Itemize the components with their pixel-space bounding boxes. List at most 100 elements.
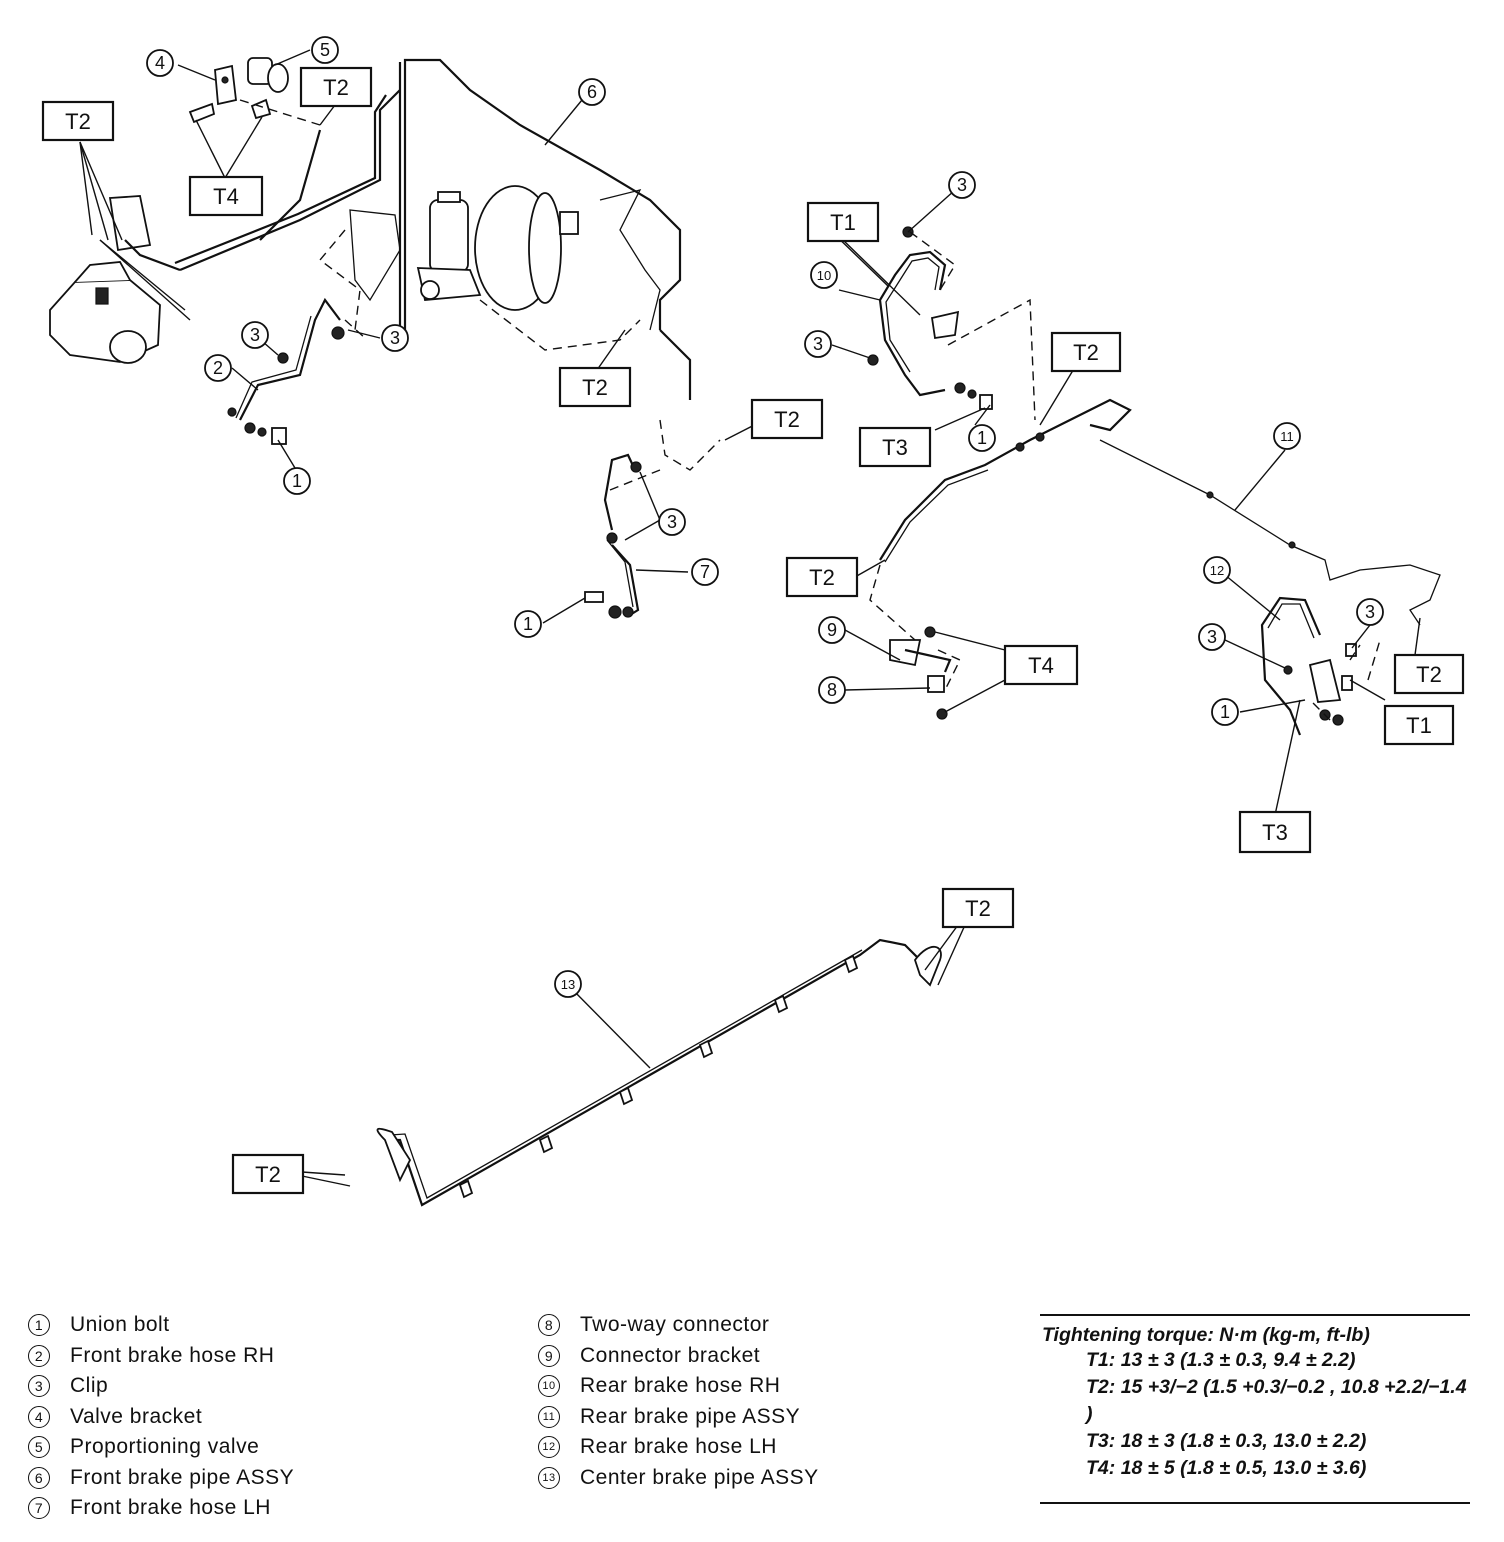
svg-text:11: 11 — [1280, 429, 1294, 444]
svg-text:3: 3 — [250, 325, 260, 345]
callout-3: 3 — [948, 171, 976, 199]
legend-label: Front brake pipe ASSY — [70, 1465, 295, 1489]
torque-tag-t2: T2 — [231, 1153, 305, 1195]
callout-11: 11 — [1273, 422, 1301, 450]
svg-text:5: 5 — [320, 40, 330, 60]
torque-tag-t2: T2 — [750, 398, 824, 440]
legend-item: 6 Front brake pipe ASSY — [28, 1463, 294, 1494]
legend-number: 7 — [28, 1497, 50, 1520]
legend-label: Connector bracket — [580, 1343, 761, 1367]
torque-tag-t2: T2 — [1393, 653, 1465, 695]
torque-tag-t1: T1 — [1383, 704, 1455, 746]
legend-label: Union bolt — [70, 1313, 170, 1337]
torque-heading: Tightening torque: N·m (kg-m, ft-lb) — [1042, 1324, 1370, 1346]
torque-value: 15 +3/−2 (1.5 +0.3/−0.2 , 10.8 +2.2/−1.4… — [1086, 1376, 1467, 1425]
svg-text:T2: T2 — [65, 109, 91, 134]
svg-text:T2: T2 — [965, 896, 991, 921]
torque-tag: T2 — [1086, 1376, 1109, 1398]
torque-tag-t2: T2 — [558, 366, 632, 408]
torque-row-t4: T4: 18 ± 5 (1.8 ± 0.5, 13.0 ± 3.6) — [1086, 1457, 1367, 1479]
callout-6: 6 — [578, 78, 606, 106]
torque-tag-t2: T2 — [299, 66, 373, 108]
torque-tag-t3: T3 — [858, 426, 932, 468]
svg-text:1: 1 — [977, 428, 987, 448]
legend-number: 3 — [28, 1375, 50, 1398]
legend-label: Two-way connector — [580, 1313, 770, 1337]
svg-text:T4: T4 — [1028, 653, 1054, 678]
proportioning-valve — [247, 57, 289, 93]
callout-3: 3 — [241, 321, 269, 349]
torque-row-t1: T1: 13 ± 3 (1.3 ± 0.3, 9.4 ± 2.2) — [1086, 1349, 1356, 1371]
torque-value: 18 ± 3 (1.8 ± 0.3, 13.0 ± 2.2) — [1120, 1430, 1367, 1452]
legend-item: 11 Rear brake pipe ASSY — [538, 1402, 819, 1433]
callout-4: 4 — [146, 49, 174, 77]
torque-value: 18 ± 5 (1.8 ± 0.5, 13.0 ± 3.6) — [1120, 1457, 1367, 1479]
torque-tag-t3: T3 — [1238, 810, 1312, 854]
callout-10: 10 — [810, 261, 838, 289]
svg-text:T3: T3 — [882, 435, 908, 460]
legend-number: 8 — [538, 1314, 560, 1337]
callout-2: 2 — [204, 354, 232, 382]
torque-tag-t2: T2 — [1050, 331, 1122, 373]
front-brake-pipe-assy — [124, 58, 692, 400]
tightening-torque-table: Tightening torque: N·m (kg-m, ft-lb) T1:… — [1040, 1314, 1470, 1504]
legend-item: 1 Union bolt — [28, 1310, 294, 1341]
legend-label: Front brake hose LH — [70, 1496, 271, 1520]
callout-3: 3 — [804, 330, 832, 358]
callout-3: 3 — [1356, 598, 1384, 626]
svg-text:3: 3 — [390, 328, 400, 348]
svg-text:1: 1 — [1220, 702, 1230, 722]
torque-tag-t2: T2 — [41, 100, 115, 142]
legend-number: 11 — [538, 1405, 560, 1428]
callout-5: 5 — [311, 36, 339, 64]
callout-1: 1 — [1211, 698, 1239, 726]
svg-text:1: 1 — [523, 614, 533, 634]
legend-number: 10 — [538, 1375, 560, 1398]
callout-1: 1 — [514, 610, 542, 638]
legend-item: 3 Clip — [28, 1371, 294, 1402]
legend-label: Rear brake pipe ASSY — [580, 1404, 801, 1428]
legend-number: 12 — [538, 1436, 560, 1459]
callout-1: 1 — [283, 467, 311, 495]
callout-7: 7 — [691, 558, 719, 586]
callout-3: 3 — [1198, 623, 1226, 651]
svg-text:6: 6 — [587, 82, 597, 102]
svg-text:T2: T2 — [582, 375, 608, 400]
callout-9: 9 — [818, 616, 846, 644]
legend-label: Clip — [70, 1374, 109, 1398]
torque-tag: T1 — [1086, 1349, 1109, 1371]
torque-tag: T3 — [1086, 1430, 1109, 1452]
rear-brake-hose-lh — [1260, 596, 1357, 736]
torque-tag-t2: T2 — [785, 556, 859, 598]
legend-number: 1 — [28, 1314, 50, 1337]
svg-text:T4: T4 — [213, 184, 239, 209]
rear-brake-pipe-assy — [879, 398, 1441, 626]
svg-text:3: 3 — [1365, 602, 1375, 622]
svg-text:4: 4 — [155, 53, 165, 73]
legend-label: Valve bracket — [70, 1404, 203, 1428]
valve-bracket — [214, 64, 237, 106]
legend-label: Center brake pipe ASSY — [580, 1465, 819, 1489]
legend-item: 8 Two-way connector — [538, 1310, 819, 1341]
brake-line-diagram: T2 T2 T4 T2 T2 T1 T2 T3 T2 T4 T2 T1 T3 T… — [41, 36, 1465, 1207]
torque-tag: T4 — [1086, 1457, 1109, 1479]
svg-text:1: 1 — [292, 471, 302, 491]
legend-item: 7 Front brake hose LH — [28, 1493, 294, 1524]
callout-12: 12 — [1203, 556, 1231, 584]
svg-text:3: 3 — [667, 512, 677, 532]
legend-number: 6 — [28, 1466, 50, 1489]
svg-text:T1: T1 — [830, 210, 856, 235]
legend-label: Front brake hose RH — [70, 1343, 275, 1367]
svg-text:7: 7 — [700, 562, 710, 582]
callout-8: 8 — [818, 676, 846, 704]
svg-text:T2: T2 — [1416, 662, 1442, 687]
svg-text:T3: T3 — [1262, 820, 1288, 845]
callout-3: 3 — [381, 324, 409, 352]
svg-text:10: 10 — [817, 268, 831, 283]
callout-3: 3 — [658, 508, 686, 536]
center-brake-pipe-assy — [376, 938, 942, 1207]
